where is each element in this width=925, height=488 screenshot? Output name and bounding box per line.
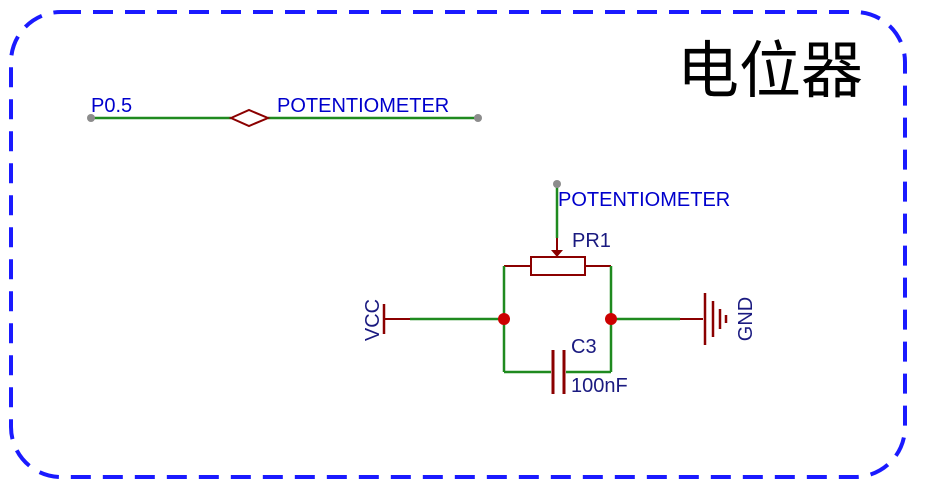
resistor-body (530, 256, 586, 276)
vcc-power-symbol[interactable] (382, 304, 410, 334)
pin-end-right (474, 114, 482, 122)
junction-dot-right (605, 313, 617, 325)
pin-end-wiper (553, 180, 561, 188)
gnd-power-symbol[interactable] (680, 293, 728, 345)
gnd-label: GND (735, 297, 757, 341)
sheet-border (9, 10, 907, 479)
pot-refdes: PR1 (572, 230, 611, 252)
vcc-label: VCC (362, 299, 384, 341)
net-connector[interactable] (87, 108, 482, 128)
pin-end-left (87, 114, 95, 122)
cap-refdes: C3 (571, 336, 597, 358)
potentiometer-symbol[interactable] (504, 238, 611, 276)
netlabel-potentiometer-wiper: POTENTIOMETER (558, 189, 730, 211)
net-tie-symbol (228, 108, 271, 128)
sheet-title: 电位器 (677, 34, 863, 107)
capacitor-symbol[interactable] (551, 350, 566, 394)
junction-dot-left (498, 313, 510, 325)
wiper-arrow (551, 250, 563, 257)
cap-value: 100nF (571, 375, 628, 397)
netlabel-p05: P0.5 (91, 95, 132, 117)
netlabel-potentiometer-top: POTENTIOMETER (277, 95, 449, 117)
